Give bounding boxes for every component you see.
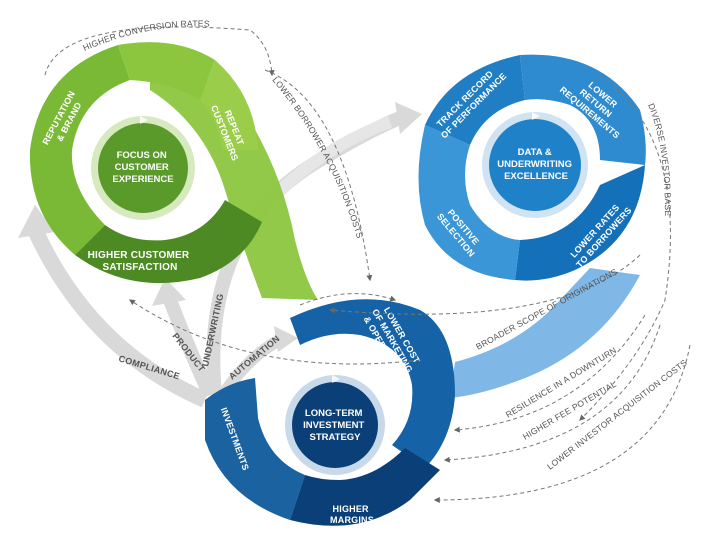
navy-ring-bottom: [290, 448, 440, 526]
underwriting-arrowhead: [395, 102, 422, 134]
diverse-investor-connector: [579, 74, 671, 421]
navy-hub-arrow-icon: [332, 375, 340, 383]
blue-ring-bottom-right: [515, 165, 645, 281]
green-hub: [98, 123, 188, 213]
compliance-arrow: [27, 226, 209, 408]
green-ring-right: [200, 60, 258, 150]
navy-top-connector: [299, 293, 397, 306]
blue-ring-top-right: [520, 54, 646, 165]
conversion-connector: [44, 26, 275, 77]
blue-tail: [450, 268, 640, 398]
product-arrow: [163, 297, 217, 398]
green-hub-label: FOCUS ON CUSTOMER EXPERIENCE: [112, 150, 173, 185]
blue-cycle: DATA & UNDERWRITING EXCELLENCE TRACK REC…: [418, 54, 646, 398]
navy-ring-left: [205, 378, 305, 520]
navy-hub: [292, 382, 378, 468]
broader-scope-connector: [328, 254, 641, 315]
resilience-connector: [453, 314, 646, 433]
green-ring-bottom: [75, 200, 262, 284]
product-arrowhead: [152, 278, 186, 306]
cycle-accent-arrows: [140, 112, 540, 383]
green-segment-satisfaction: HIGHER CUSTOMER SATISFACTION: [88, 250, 193, 273]
blue-ring-bottom-left: [418, 125, 520, 280]
green-ring-left: [29, 45, 131, 255]
green-swoosh: [150, 55, 318, 300]
green-cycle: FOCUS ON CUSTOMER EXPERIENCE REPUTATION …: [29, 42, 318, 300]
lower-borrower-connector: [264, 69, 373, 282]
blue-ring-top-left: [425, 55, 525, 145]
higher-fee-label: HIGHER FEE POTENTIAL: [521, 379, 618, 442]
compliance-arrowhead: [18, 205, 55, 238]
navy-cycle: LONG-TERM INVESTMENT STRATEGY LOWER COST…: [205, 299, 455, 526]
navy-ring-top-right: [290, 299, 455, 468]
blue-hub-label: DATA & UNDERWRITING EXCELLENCE: [497, 147, 574, 182]
dashed-connectors: [44, 26, 691, 503]
automation-arrowhead: [274, 326, 298, 352]
green-ring-top: [118, 42, 215, 100]
automation-label: AUTOMATION: [227, 333, 282, 381]
navy-hub-label: LONG-TERM INVESTMENT STRATEGY: [303, 408, 367, 443]
satisfaction-return-connector: [129, 299, 421, 365]
blue-hub: [489, 119, 581, 211]
green-hub-arrow-icon: [140, 116, 148, 124]
blue-hub-arrow-icon: [532, 112, 540, 120]
navy-segment-margins: HIGHER MARGINS: [330, 504, 374, 525]
grey-arrow-labels: COMPLIANCE PRODUCT UNDERWRITING AUTOMATI…: [117, 293, 281, 382]
